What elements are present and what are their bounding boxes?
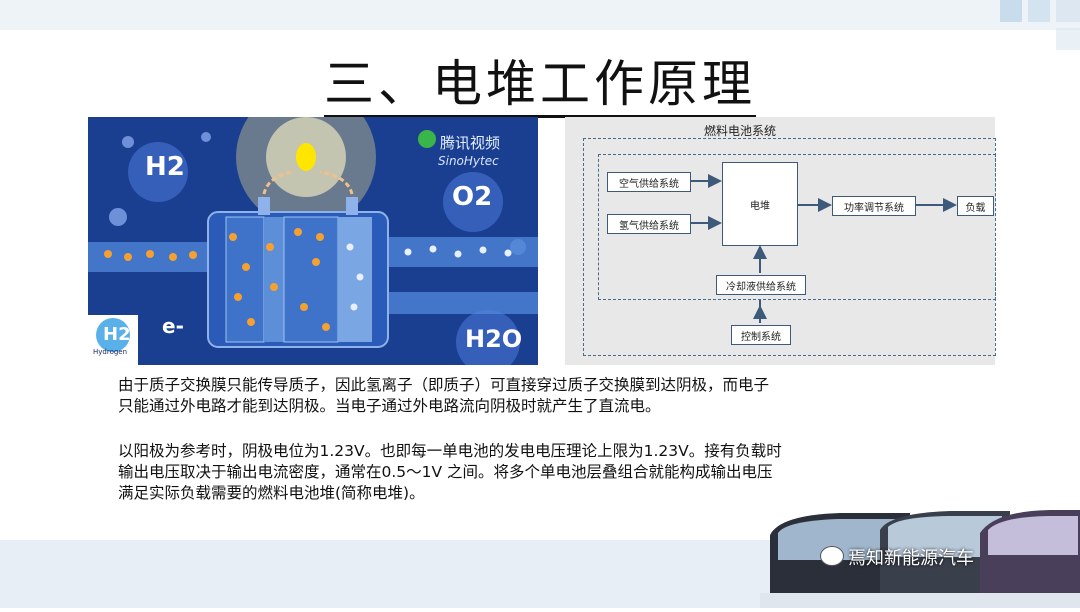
fuel-cell-graphic xyxy=(88,117,538,365)
o2-molecule-label: O2 xyxy=(452,182,493,212)
decor-square xyxy=(1056,28,1080,50)
paragraph-2-line: 满足实际负载需要的燃料电池堆(简称电堆)。 xyxy=(118,484,425,502)
inner-boundary xyxy=(598,154,996,300)
background-band-top xyxy=(0,0,1080,30)
h2-molecule-label: H2 xyxy=(145,152,185,182)
hydrogen-logo-subtitle: Hydrogen xyxy=(93,348,128,356)
decor-square xyxy=(1000,0,1022,22)
electron-label: e- xyxy=(162,314,184,338)
paragraph-2-line: 输出电压取决于输出电流密度，通常在0.5～1V 之间。将多个单电池层叠组合就能构… xyxy=(118,463,773,481)
paragraph-2: 以阳极为参考时，阴极电位为1.23V。也即每一单电池的发电电压理论上限为1.23… xyxy=(118,441,782,504)
bus-decoration xyxy=(760,505,1080,608)
paragraph-2-line: 以阳极为参考时，阴极电位为1.23V。也即每一单电池的发电电压理论上限为1.23… xyxy=(118,442,782,460)
wechat-icon xyxy=(820,546,844,566)
paragraph-1: 由于质子交换膜只能传导质子，因此氢离子（即质子）可直接穿过质子交换膜到达阴极，而… xyxy=(118,375,769,417)
stack-box: 电堆 xyxy=(722,162,798,246)
decor-square xyxy=(1028,0,1050,22)
hydrogen-logo: H2 xyxy=(103,324,131,345)
load-box: 负载 xyxy=(957,196,994,216)
hydrogen-supply-box: 氢气供给系统 xyxy=(607,214,691,234)
coolant-supply-box: 冷却液供给系统 xyxy=(716,275,806,295)
paragraph-1-line: 只能通过外电路才能到达阴极。当电子通过外电路流向阴极时就产生了直流电。 xyxy=(118,397,661,415)
brand-name: 焉知新能源汽车 xyxy=(848,548,974,569)
diagram-title: 燃料电池系统 xyxy=(704,124,777,138)
video-play-icon xyxy=(418,130,436,148)
slide-title: 三、电堆工作原理 xyxy=(0,44,1080,118)
air-supply-box: 空气供给系统 xyxy=(607,172,691,192)
fuel-cell-illustration xyxy=(88,117,538,365)
h2o-molecule-label: H2O xyxy=(465,325,523,353)
slide-title-text: 三、电堆工作原理 xyxy=(324,55,756,118)
power-regulation-box: 功率调节系统 xyxy=(832,196,916,216)
bus-graphic xyxy=(760,510,1080,608)
control-system-box: 控制系统 xyxy=(731,325,791,345)
company-watermark: SinoHytec xyxy=(438,154,499,168)
video-watermark: 腾讯视频 xyxy=(440,134,501,152)
decor-square xyxy=(1056,0,1080,22)
paragraph-1-line: 由于质子交换膜只能传导质子，因此氢离子（即质子）可直接穿过质子交换膜到达阴极，而… xyxy=(118,376,770,394)
